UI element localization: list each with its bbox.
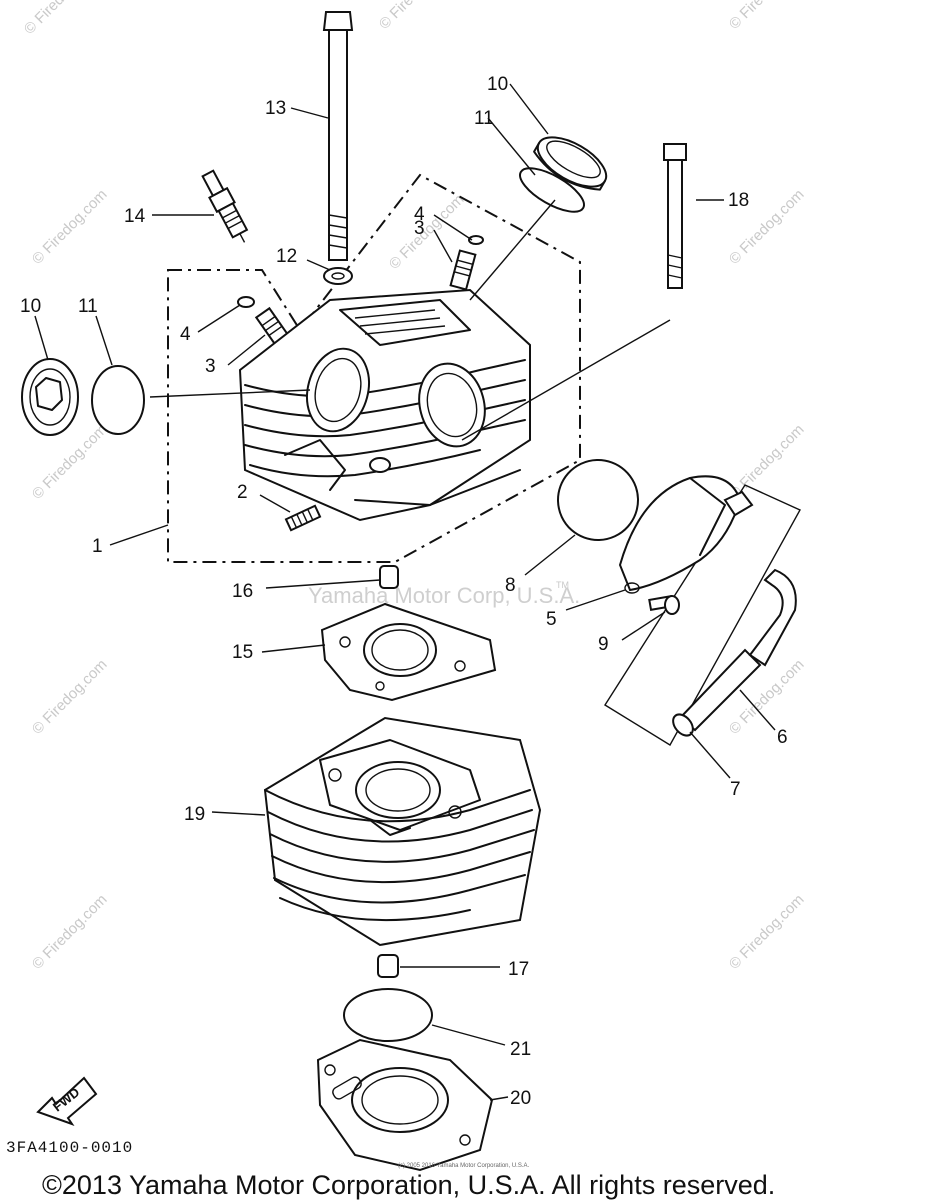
- watermark-site: © Firedog.com: [726, 0, 808, 33]
- callout-20: 20: [510, 1088, 531, 1109]
- callout-16: 16: [232, 581, 253, 602]
- cylinder-head-assembly-outline: [167, 173, 581, 563]
- part-15-head-gasket: [320, 602, 497, 702]
- callout-11: 11: [474, 108, 494, 129]
- part-9-screw: [648, 595, 680, 615]
- watermark-site: © Firedog.com: [726, 891, 808, 973]
- part-4-nut-right: [468, 235, 484, 245]
- part-19-cylinder: [263, 716, 542, 947]
- part-18-bolt: [663, 143, 687, 289]
- callout-3: 3: [414, 218, 425, 239]
- watermark-site: © Firedog.com: [29, 656, 111, 738]
- callout-4: 4: [414, 204, 425, 225]
- callout-18: 18: [728, 190, 749, 211]
- fine-print: (c) 2005 2016 Yamaha Motor Corporation, …: [398, 1163, 530, 1169]
- part-20-base-gasket: [316, 1038, 494, 1172]
- part-2-stud: [284, 504, 322, 532]
- watermark-center: Yamaha Motor Corp, U.S.A.: [308, 583, 580, 608]
- callout-10: 10: [20, 296, 41, 317]
- callout-11: 11: [78, 296, 98, 317]
- watermark-site: © Firedog.com: [21, 0, 103, 38]
- callout-6: 6: [777, 727, 788, 748]
- callout-21: 21: [510, 1039, 531, 1060]
- part-3-adjuster-right: [449, 249, 477, 291]
- callout-8: 8: [505, 575, 516, 596]
- part-17-dowel: [377, 954, 399, 978]
- callout-9: 9: [598, 634, 609, 655]
- fwd-arrow-icon: FWD: [36, 1076, 98, 1126]
- callout-17: 17: [508, 959, 529, 980]
- part-7-clip: [672, 713, 694, 737]
- part-12-washer: [323, 267, 353, 285]
- watermark-tm: TM: [556, 580, 569, 590]
- callout-13: 13: [265, 98, 286, 119]
- diagram-code: 3FA4100-0010: [6, 1139, 133, 1157]
- callout-12: 12: [276, 246, 297, 267]
- part-4-nut-left: [237, 296, 255, 308]
- part-13-bolt: [322, 11, 354, 261]
- part-10-cap-right: [533, 136, 608, 191]
- callout-3: 3: [205, 356, 216, 377]
- watermark-site: © Firedog.com: [29, 186, 111, 268]
- callout-15: 15: [232, 642, 253, 663]
- part-21-oring: [343, 988, 433, 1042]
- part-1-cylinder-head: [238, 288, 531, 522]
- callout-14: 14: [124, 206, 146, 227]
- watermark-site: © Firedog.com: [376, 0, 458, 33]
- callout-1: 1: [92, 536, 103, 557]
- part-16-dowel: [379, 565, 399, 589]
- part-6-hose: [678, 568, 797, 732]
- part-5-breather-cover: [618, 475, 754, 594]
- callout-2: 2: [237, 482, 248, 503]
- copyright-notice: ©2013 Yamaha Motor Corporation, U.S.A. A…: [42, 1170, 775, 1200]
- watermark-site: © Firedog.com: [29, 891, 111, 973]
- part-14-spark-plug: [201, 169, 249, 243]
- leader-lines: [34, 83, 776, 1101]
- watermark-site: © Firedog.com: [726, 421, 808, 503]
- part-8-gasket: [557, 459, 639, 541]
- callout-labels: 13 10 11 14 4 3 12 18 10 11 4 3 2 1 16 1…: [20, 74, 788, 1109]
- callout-4: 4: [180, 324, 191, 345]
- part-11-oring-right: [519, 167, 585, 213]
- part-10-cap-left: [21, 358, 79, 436]
- callout-5: 5: [546, 609, 557, 630]
- part-11-oring-left: [91, 365, 145, 435]
- callout-19: 19: [184, 804, 205, 825]
- callout-7: 7: [730, 779, 741, 800]
- callout-10: 10: [487, 74, 508, 95]
